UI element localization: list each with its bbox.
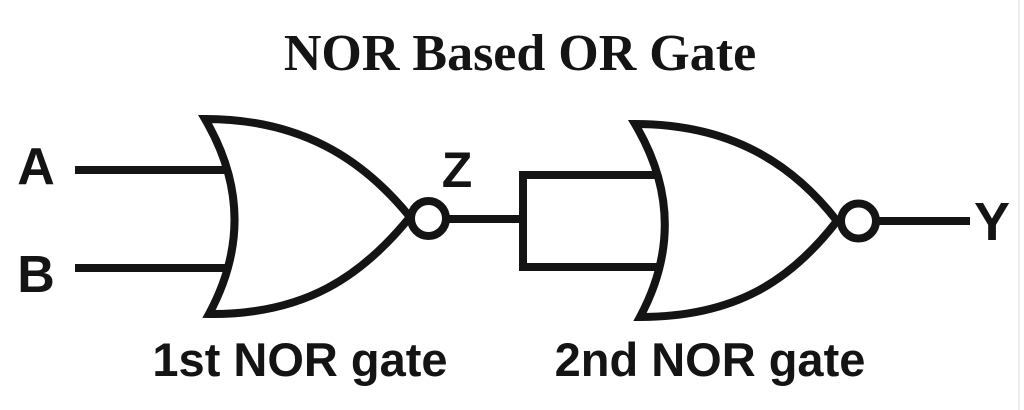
input-a-label: A (17, 138, 55, 196)
gate-2-caption: 2nd NOR gate (555, 333, 866, 386)
nor-gate-1-body (198, 114, 416, 319)
diagram-title: NOR Based OR Gate (284, 25, 756, 82)
inversion-bubble-1 (407, 197, 450, 240)
nor-gate-2-body (627, 119, 843, 322)
input-b-label: B (17, 246, 55, 304)
gate-1-caption: 1st NOR gate (152, 333, 447, 386)
intermediate-z-label: Z (442, 142, 473, 198)
output-y-label: Y (974, 192, 1010, 252)
branch-wires (519, 171, 700, 271)
inversion-bubble-2 (837, 199, 880, 243)
